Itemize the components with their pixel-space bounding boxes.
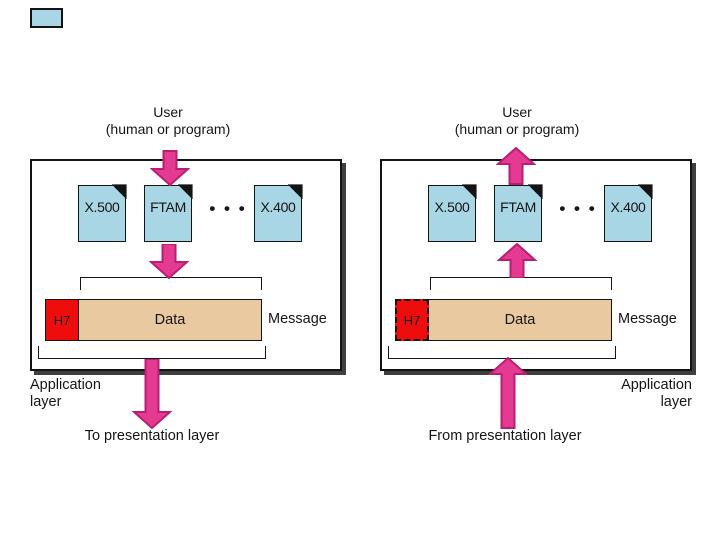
protocol-doc-x500: X.500 <box>78 184 127 242</box>
arrow-protocol-to-user-icon <box>496 147 536 185</box>
doc-fold-corner-icon <box>527 184 543 200</box>
arrow-from-presentation-layer-icon <box>488 357 528 429</box>
layer-label-line1: Application <box>30 377 101 393</box>
flow-direction-label-receive: From presentation layer <box>428 428 582 444</box>
message-bar: H7 Data <box>45 299 262 341</box>
doc-fold-corner-icon <box>177 184 193 200</box>
data-box: Data <box>79 299 262 341</box>
header-box: H7 <box>45 299 79 341</box>
application-layer-label-right: Application layer <box>552 377 692 410</box>
doc-fold-corner-icon <box>287 184 303 200</box>
arrow-protocol-to-message-icon <box>149 244 189 279</box>
protocol-doc-ftam: FTAM <box>494 184 543 242</box>
user-label-receive: User (human or program) <box>417 104 617 137</box>
ellipsis-dots: • • • <box>209 199 247 218</box>
ellipsis-dots: • • • <box>559 199 597 218</box>
protocol-doc-x500: X.500 <box>428 184 477 242</box>
payload-bracket <box>430 277 612 290</box>
protocol-doc-ftam: FTAM <box>144 184 193 242</box>
application-layer-label-left: Application layer <box>30 377 101 410</box>
protocol-doc-label: FTAM <box>500 199 536 215</box>
user-label-line1: User <box>153 104 183 120</box>
flow-direction-label-send: To presentation layer <box>84 428 220 444</box>
arrow-message-to-protocol-icon <box>497 243 537 278</box>
user-label-line1: User <box>502 104 532 120</box>
application-layer-panel-receive: X.500 FTAM • • • X.400 H7 Data Message <box>380 159 692 371</box>
protocol-doc-label: FTAM <box>150 199 186 215</box>
header-box-dashed: H7 <box>395 299 429 341</box>
protocol-doc-label: X.400 <box>260 199 296 215</box>
layer-label-line2: layer <box>30 393 62 410</box>
arrow-to-presentation-layer-icon <box>132 359 172 429</box>
protocol-doc-label: X.400 <box>610 199 646 215</box>
protocol-doc-x400: X.400 <box>604 184 653 242</box>
message-bar: H7 Data <box>395 299 612 341</box>
layer-label-line2: layer <box>660 393 692 410</box>
data-box: Data <box>429 299 612 341</box>
message-bracket <box>388 346 616 359</box>
doc-fold-corner-icon <box>637 184 653 200</box>
layer-label-line1: Application <box>621 377 692 393</box>
user-label-send: User (human or program) <box>68 104 268 137</box>
user-label-line2: (human or program) <box>105 120 231 137</box>
protocol-doc-label: X.500 <box>434 199 470 215</box>
doc-fold-corner-icon <box>461 184 477 200</box>
protocol-doc-x400: X.400 <box>254 184 303 242</box>
user-label-line2: (human or program) <box>454 120 580 137</box>
message-bracket <box>38 346 266 359</box>
application-layer-panel-send: X.500 FTAM • • • X.400 H7 Data Message <box>30 159 342 371</box>
protocol-doc-label: X.500 <box>84 199 120 215</box>
doc-fold-corner-icon <box>111 184 127 200</box>
arrow-user-to-protocol-icon <box>150 150 190 186</box>
message-label: Message <box>618 311 677 327</box>
slide-corner-marker <box>30 8 63 28</box>
message-label: Message <box>268 311 327 327</box>
